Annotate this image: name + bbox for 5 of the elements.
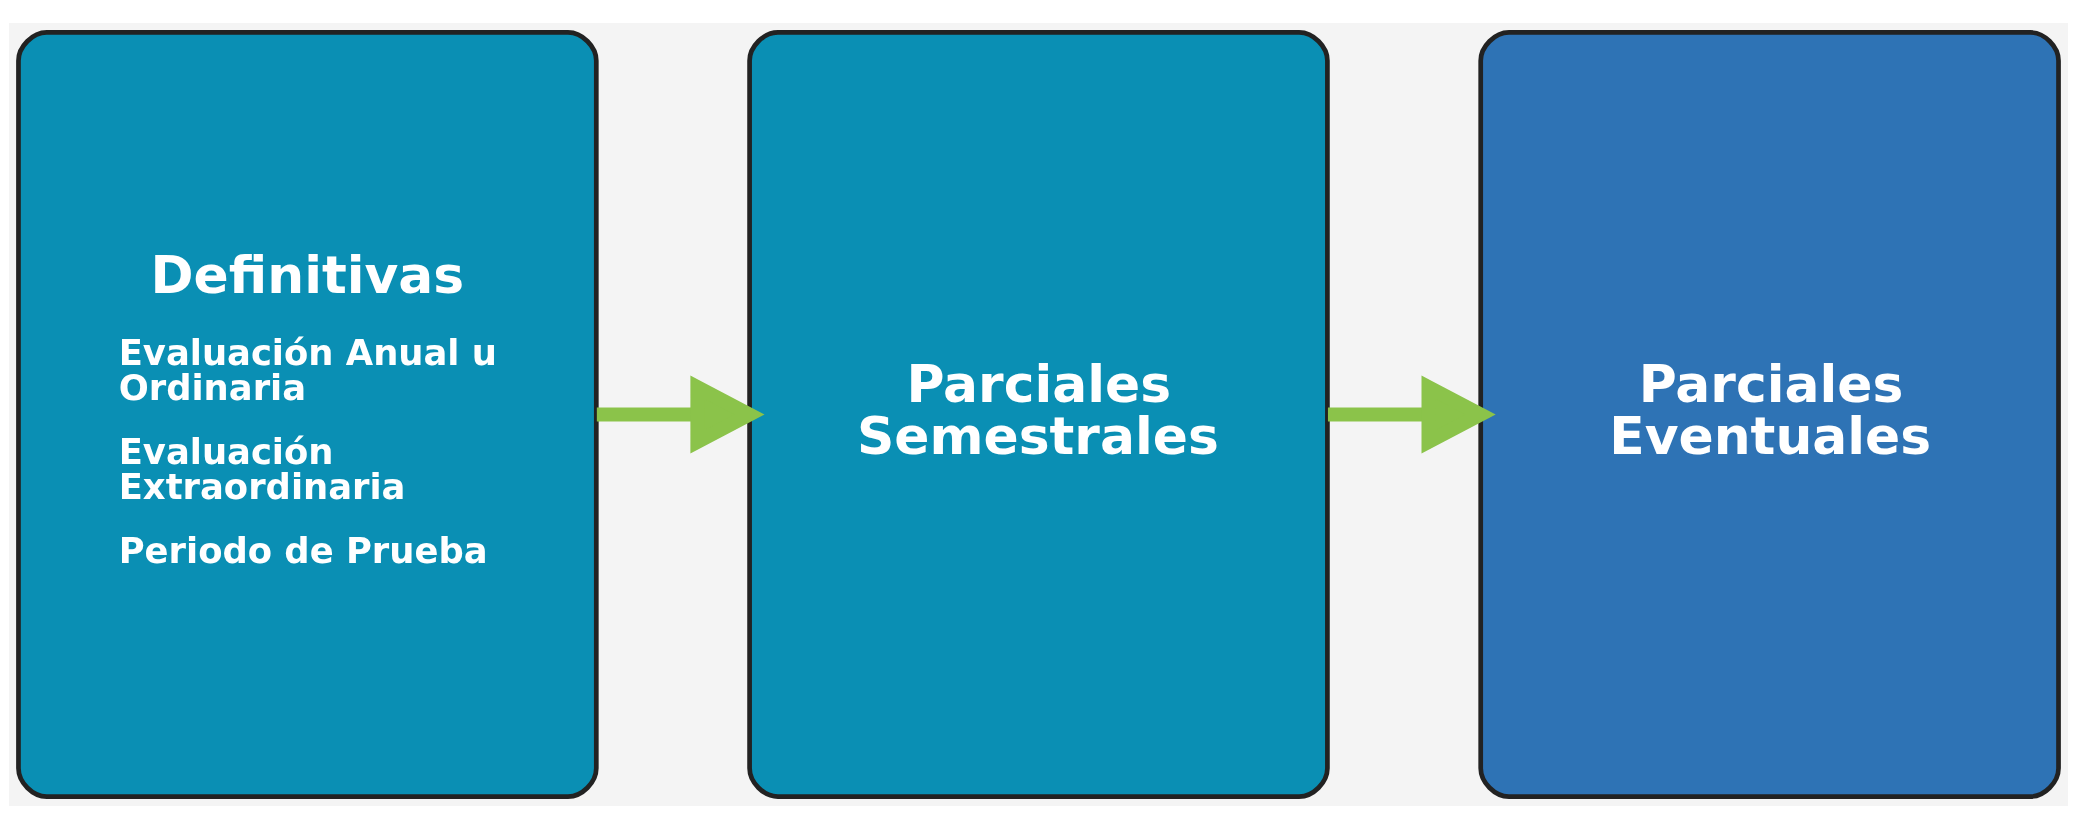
node-box: Parciales Semestrales xyxy=(747,30,1330,799)
node-box: Definitivas Evaluación Anual u Ordinaria Evaluación Extraordinaria Periodo de Prueba xyxy=(16,30,599,799)
arrow xyxy=(1327,375,1496,454)
node-box: Parciales Eventuales xyxy=(1478,30,2061,799)
arrow xyxy=(596,375,765,454)
